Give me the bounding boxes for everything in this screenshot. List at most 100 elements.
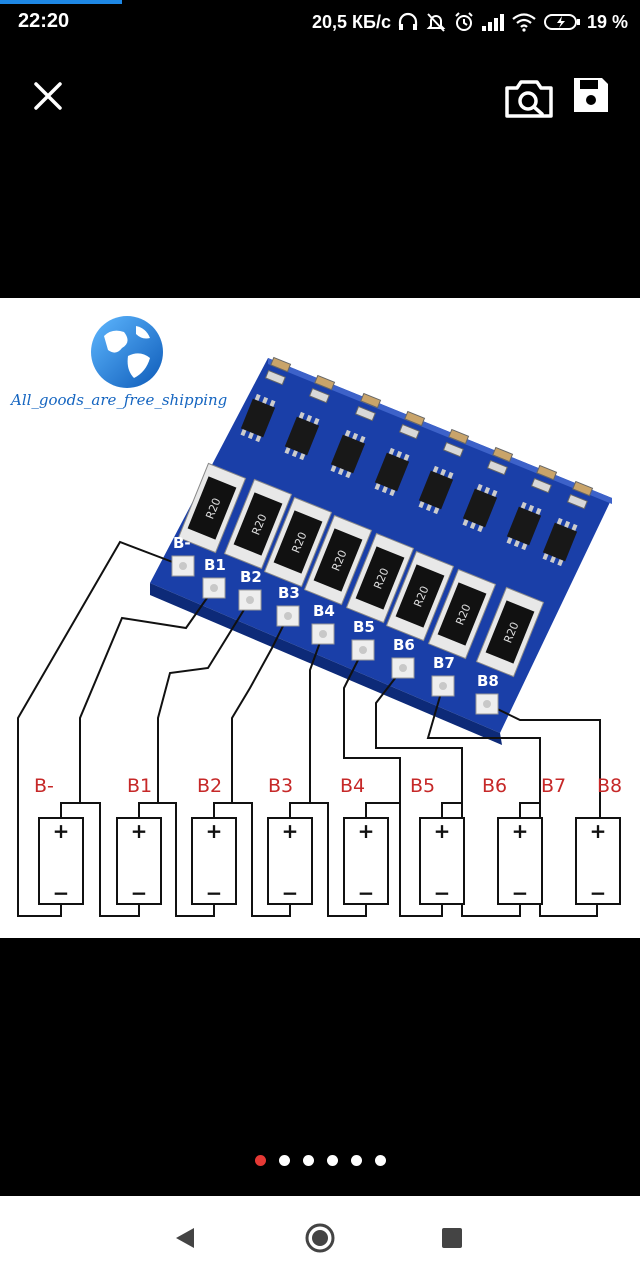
wifi-icon: [512, 13, 536, 32]
wire: [17, 540, 184, 917]
wire: [486, 703, 601, 818]
minus-sign: −: [590, 881, 607, 905]
cell-label: B5: [410, 775, 435, 797]
battery-cell: +−: [267, 817, 313, 905]
shunt-resistor: R20: [345, 532, 415, 624]
mosfet-chip: [542, 480, 594, 567]
signal-icon: [481, 14, 504, 31]
wire: [343, 649, 443, 917]
mosfet-chip: [462, 446, 514, 533]
battery-cell: +−: [38, 817, 84, 905]
mosfet-chip: [330, 392, 382, 479]
wire: [441, 802, 462, 818]
pad-label: B3: [278, 584, 300, 602]
carousel-indicator: [0, 1150, 640, 1172]
cell-label: B2: [197, 775, 222, 797]
wire: [289, 802, 328, 818]
save-icon[interactable]: [568, 72, 614, 118]
shunt-resistor: R20: [177, 462, 247, 554]
image-viewer-toolbar: [0, 60, 640, 130]
pad-label: B7: [433, 654, 455, 672]
wire: [213, 802, 252, 818]
navigation-bar: [0, 1196, 640, 1280]
status-indicators: 20,5 КБ/с: [312, 8, 628, 36]
mute-icon: [426, 13, 446, 32]
shunt-resistor: R20: [475, 586, 545, 678]
battery-cell: +−: [343, 817, 389, 905]
plus-sign: +: [358, 819, 375, 843]
pad-label: B1: [204, 556, 226, 574]
plus-sign: +: [590, 819, 607, 843]
cell-label: B-: [34, 775, 54, 797]
minus-sign: −: [53, 881, 70, 905]
plus-sign: +: [131, 819, 148, 843]
camera-search-icon[interactable]: [502, 72, 556, 122]
minus-sign: −: [512, 881, 529, 905]
pad-label: B2: [240, 568, 262, 586]
pad-label: B8: [477, 672, 499, 690]
status-bar: 22:20 20,5 КБ/с: [0, 0, 640, 44]
headphones-icon: [398, 12, 418, 30]
wire: [519, 802, 540, 818]
close-icon[interactable]: [26, 74, 70, 118]
battery-percent: 19 %: [586, 11, 628, 32]
alarm-icon: [455, 12, 473, 31]
back-icon[interactable]: [160, 1214, 208, 1262]
recents-icon[interactable]: [428, 1214, 476, 1262]
battery-cell: +−: [419, 817, 465, 905]
battery-cell: +−: [497, 817, 543, 905]
plus-sign: +: [434, 819, 451, 843]
carousel-dot[interactable]: [254, 1155, 266, 1166]
carousel-dot[interactable]: [302, 1155, 314, 1166]
mosfet-chip: [240, 356, 292, 443]
carousel-dot[interactable]: [326, 1155, 338, 1166]
minus-sign: −: [358, 881, 375, 905]
shunt-resistor: R20: [303, 514, 373, 606]
wire: [375, 667, 521, 917]
cell-label: B7: [541, 775, 566, 797]
pad-label: B5: [353, 618, 375, 636]
wire: [365, 802, 400, 818]
carousel-dot[interactable]: [350, 1155, 362, 1166]
mosfet-chip: [374, 410, 426, 497]
minus-sign: −: [282, 881, 299, 905]
wiring: [17, 540, 601, 917]
shunt-resistor: R20: [385, 550, 455, 642]
loading-progress-bar: [0, 0, 122, 4]
minus-sign: −: [131, 881, 148, 905]
mosfet-chip: [284, 374, 336, 461]
battery-cell: +−: [116, 817, 162, 905]
battery-charging-icon: [543, 14, 580, 30]
battery-cell: +−: [191, 817, 237, 905]
shunt-resistor: R20: [223, 478, 293, 570]
plus-sign: +: [53, 819, 70, 843]
pad-label: B-: [173, 534, 191, 552]
shunt-resistor: R20: [427, 568, 497, 660]
cell-label: B4: [340, 775, 365, 797]
carousel-dot[interactable]: [374, 1155, 386, 1166]
home-icon[interactable]: [296, 1214, 344, 1262]
carousel-dot[interactable]: [278, 1155, 290, 1166]
wire: [138, 802, 176, 818]
logo-globe-icon: [91, 316, 163, 388]
battery-cells: +−+−+−+−+−+−+−+−: [38, 817, 621, 905]
cell-label: B6: [482, 775, 507, 797]
plus-sign: +: [512, 819, 529, 843]
battery-cell: +−: [575, 817, 621, 905]
cell-label: B8: [597, 775, 622, 797]
status-time: 22:20: [18, 10, 70, 32]
pad-label: B6: [393, 636, 415, 654]
wire: [60, 802, 100, 818]
bms-board-diagram: All_goods_are_free_shipping R20R20R20R20…: [9, 316, 622, 917]
mosfet-chip: [418, 428, 470, 515]
cell-label: B3: [268, 775, 293, 797]
network-speed: 20,5 КБ/с: [311, 11, 391, 32]
plus-sign: +: [206, 819, 223, 843]
shunt-resistor: R20: [263, 496, 333, 588]
cell-label: B1: [127, 775, 152, 797]
minus-sign: −: [434, 881, 451, 905]
